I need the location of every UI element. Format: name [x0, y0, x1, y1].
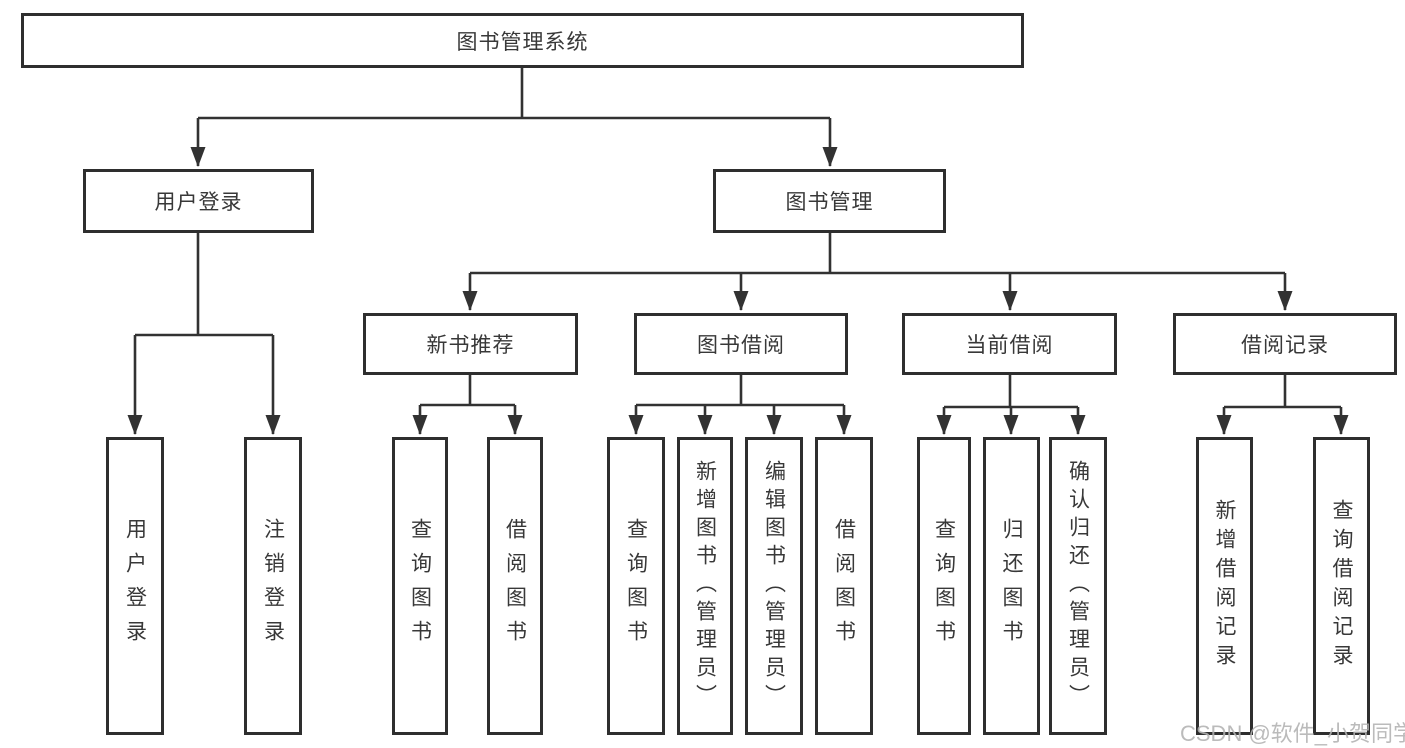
leaf-query-borrow-record: 查询借阅记录 — [1313, 437, 1370, 735]
node-new-book-recommend: 新书推荐 — [363, 313, 578, 375]
leaf-logout: 注销登录 — [244, 437, 302, 735]
leaf-add-borrow-record: 新增借阅记录 — [1196, 437, 1253, 735]
connector-borrow-record-to-leaves — [1216, 375, 1349, 435]
node-current-borrow: 当前借阅 — [902, 313, 1117, 375]
connector-user-login-to-leaves — [127, 233, 281, 435]
connector-book-mgmt-to-level2 — [462, 233, 1293, 311]
leaf-query-books-borrow: 查询图书 — [607, 437, 665, 735]
leaf-user-login: 用户登录 — [106, 437, 164, 735]
leaf-borrow-books: 借阅图书 — [815, 437, 873, 735]
watermark: CSDN @软件_小贺同学 — [1180, 721, 1405, 746]
leaf-query-books-recommend: 查询图书 — [392, 437, 448, 735]
leaf-return-books: 归还图书 — [983, 437, 1040, 735]
node-user-login: 用户登录 — [83, 169, 314, 233]
connector-root-to-level1 — [190, 68, 838, 167]
node-book-management: 图书管理 — [713, 169, 946, 233]
connector-book-borrow-to-leaves — [628, 375, 852, 435]
node-root-system: 图书管理系统 — [21, 13, 1024, 68]
connector-current-borrow-to-leaves — [936, 375, 1086, 435]
node-borrow-record: 借阅记录 — [1173, 313, 1397, 375]
connector-new-book-rec-to-leaves — [412, 375, 523, 435]
leaf-borrow-books-recommend: 借阅图书 — [487, 437, 543, 735]
leaf-query-books-current: 查询图书 — [917, 437, 971, 735]
leaf-add-books-admin: 新增图书（管理员） — [677, 437, 733, 735]
leaf-confirm-return-admin: 确认归还（管理员） — [1049, 437, 1107, 735]
leaf-edit-books-admin: 编辑图书（管理员） — [745, 437, 803, 735]
node-book-borrow: 图书借阅 — [634, 313, 848, 375]
